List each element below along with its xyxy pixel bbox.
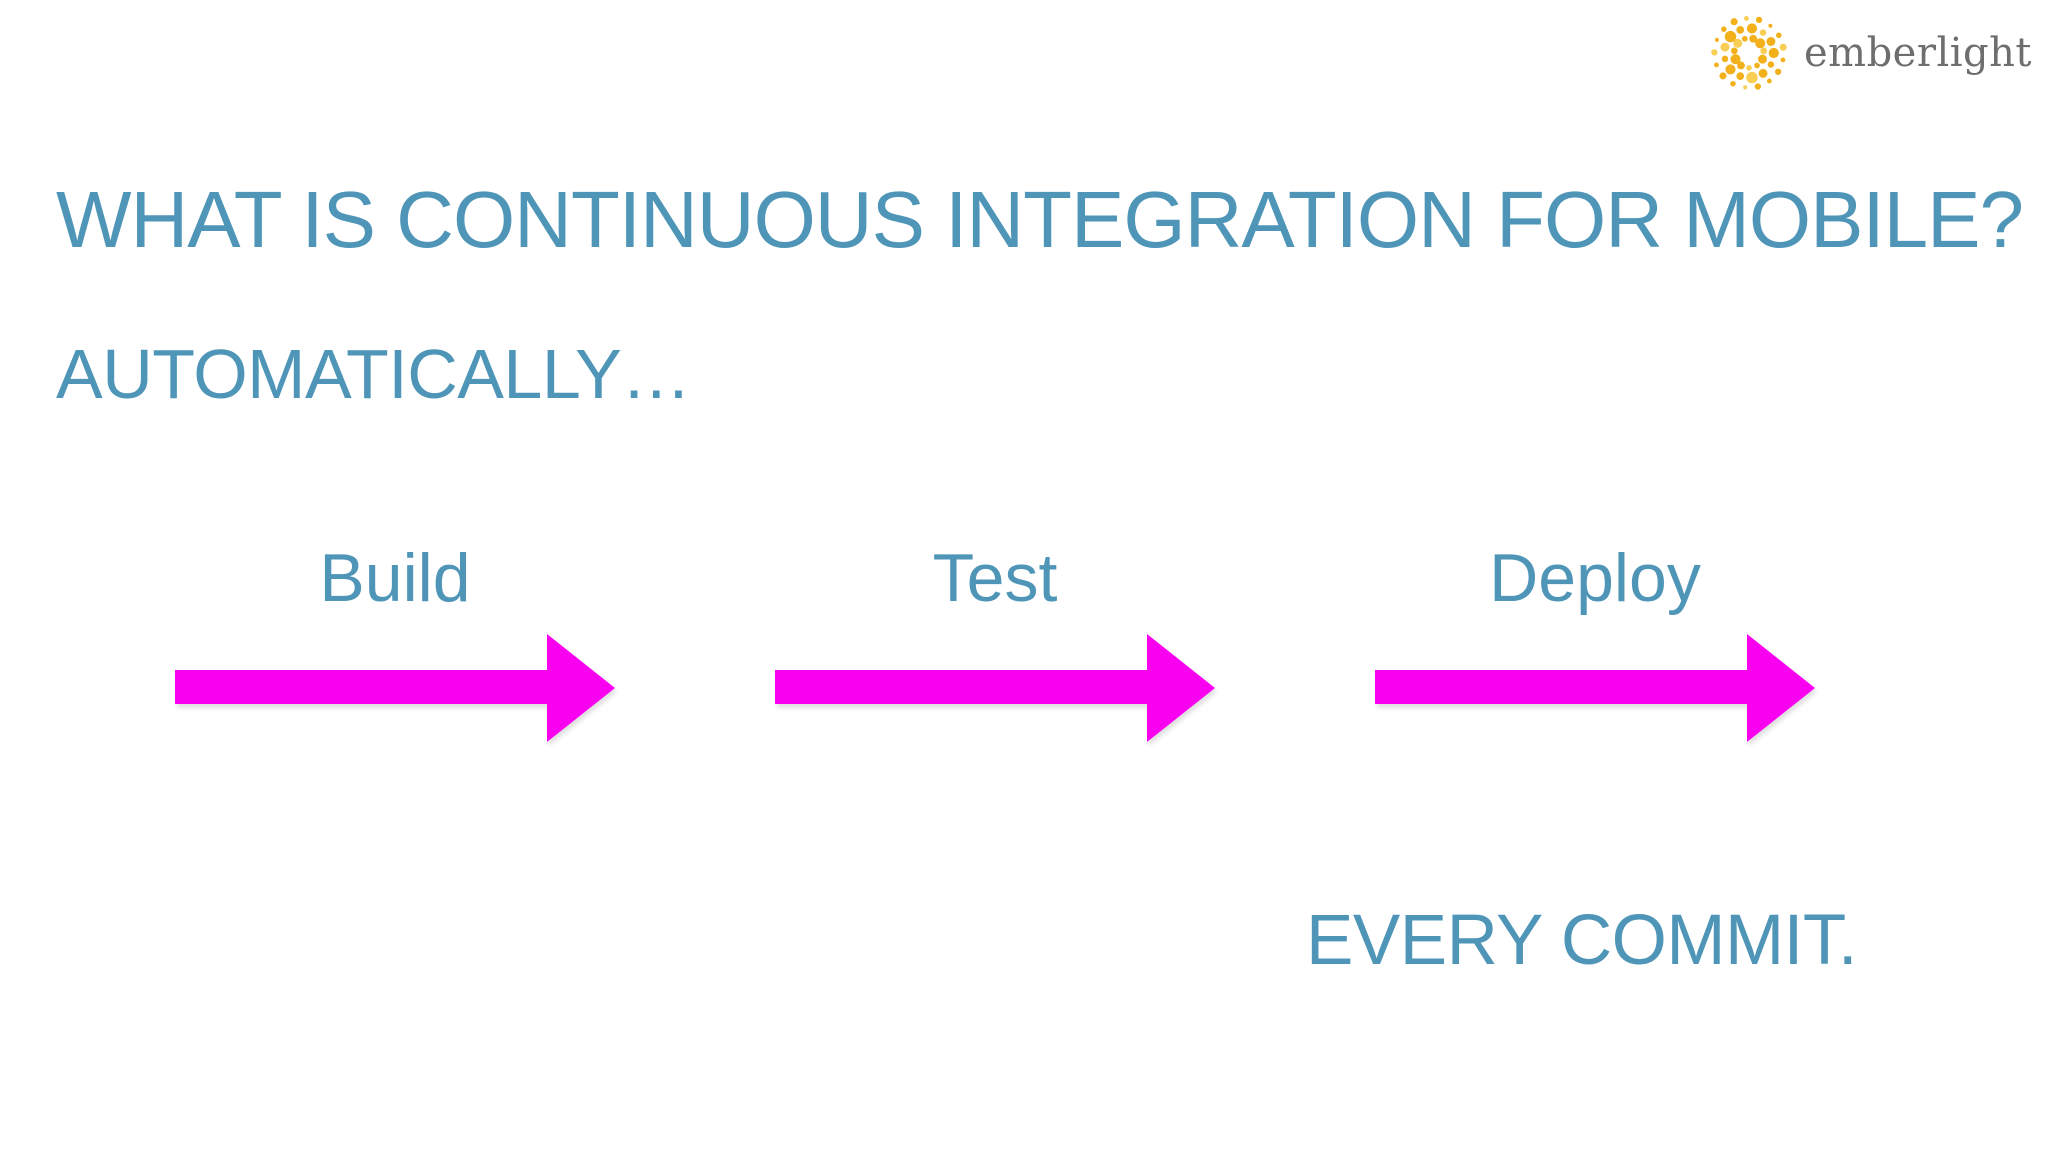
arrow-right-icon <box>175 634 615 742</box>
step-test: Test <box>775 544 1215 754</box>
arrow-right-icon <box>775 634 1215 742</box>
step-label-test: Test <box>932 540 1058 616</box>
emberlight-logo: emberlight <box>1704 8 2032 98</box>
step-label-build: Build <box>319 540 471 616</box>
step-deploy: Deploy <box>1375 544 1815 754</box>
arrow-right-icon <box>1375 634 1815 742</box>
step-label-deploy: Deploy <box>1489 540 1701 616</box>
step-build: Build <box>175 544 615 754</box>
sunburst-dots-icon <box>1711 16 1787 90</box>
slide-title: WHAT IS CONTINUOUS INTEGRATION FOR MOBIL… <box>56 175 2024 264</box>
footer-statement: EVERY COMMIT. <box>1306 901 1858 980</box>
slide-subtitle: AUTOMATICALLY… <box>56 335 691 413</box>
logo-wordmark: emberlight <box>1803 30 2032 76</box>
